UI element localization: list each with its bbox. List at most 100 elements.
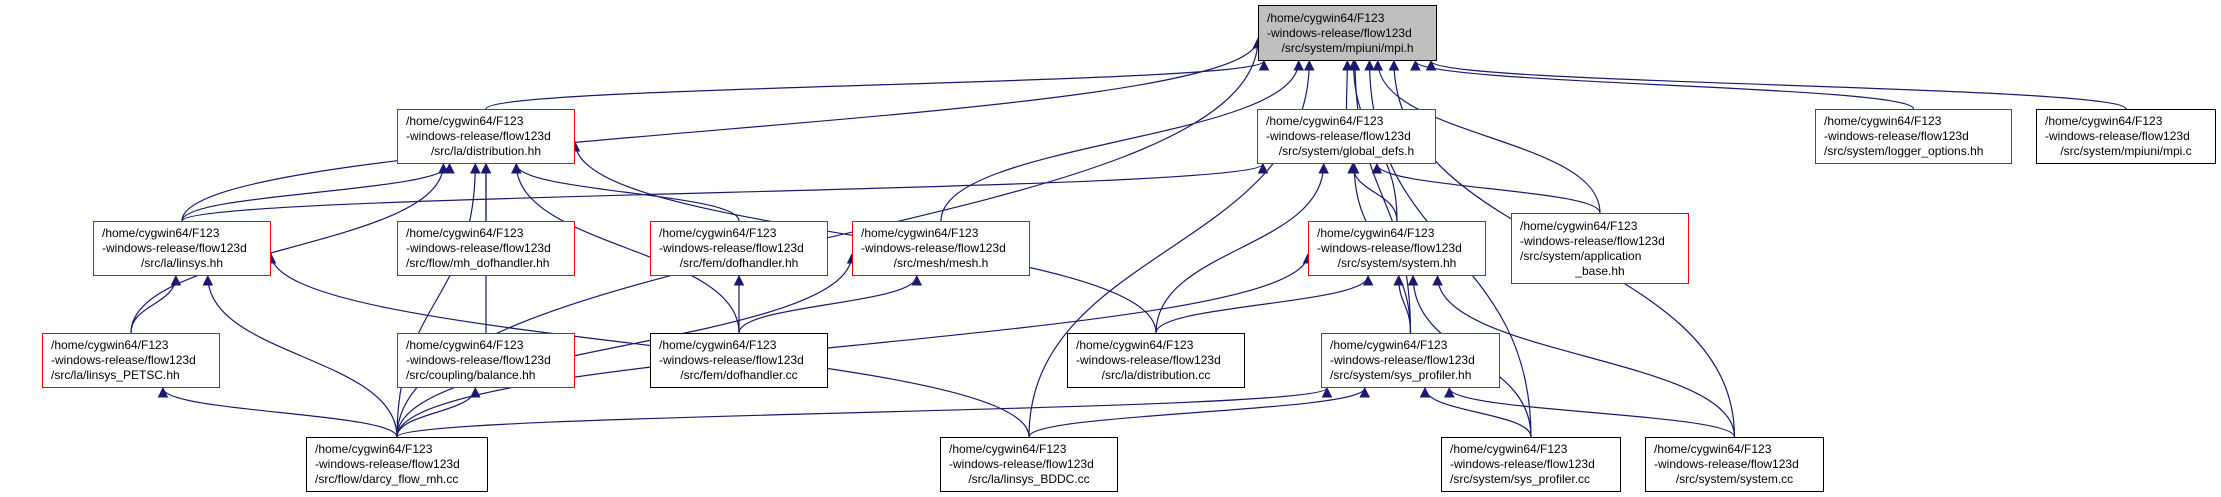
node-dofhandler-hh[interactable]: /home/cygwin64/F123-windows-release/flow… <box>650 221 828 276</box>
node-label-line: /src/system/system.hh <box>1337 256 1457 270</box>
node-label-line: -windows-release/flow123d <box>406 129 551 143</box>
node-application-base-hh[interactable]: /home/cygwin64/F123-windows-release/flow… <box>1511 213 1689 284</box>
edge-darcy_flow_mh_cc-to-linsys_petsc_hh <box>157 386 398 438</box>
node-mpi-c[interactable]: /home/cygwin64/F123-windows-release/flow… <box>2036 109 2216 164</box>
node-label-line: -windows-release/flow123d <box>659 241 804 255</box>
node-label-line: /home/cygwin64/F123 <box>1317 226 1435 240</box>
node-label-line: /src/system/global_defs.h <box>1278 144 1415 158</box>
node-label-line: /src/fem/dofhandler.hh <box>679 256 799 270</box>
node-label-line: /home/cygwin64/F123 <box>406 226 524 240</box>
node-label-line: _base.hh <box>1575 263 1625 278</box>
edge-darcy_flow_mh_cc-to-system_hh <box>396 252 1314 438</box>
node-label-line: -windows-release/flow123d <box>1266 129 1411 143</box>
node-label-line: /src/fem/dofhandler.cc <box>680 368 798 382</box>
edge-linsys_petsc_hh-to-linsys_hh <box>130 274 182 334</box>
node-label-line: /src/system/application <box>1520 248 1642 263</box>
node-mh-dofhandler-hh[interactable]: /home/cygwin64/F123-windows-release/flow… <box>397 221 575 276</box>
edge-linsys_bddc_cc-to-sys_profiler_hh <box>1028 386 1370 438</box>
edge-application_base_hh-to-global_defs_h <box>1371 162 1601 214</box>
node-label-line: /src/system/sys_profiler.cc <box>1450 472 1591 486</box>
node-balance-hh[interactable]: /home/cygwin64/F123-windows-release/flow… <box>397 333 575 388</box>
node-label-line: /src/flow/darcy_flow_mh.cc <box>315 472 459 486</box>
node-system-hh[interactable]: /home/cygwin64/F123-windows-release/flow… <box>1308 221 1486 276</box>
node-label-line: /home/cygwin64/F123 <box>406 114 524 128</box>
node-label-line: -windows-release/flow123d <box>659 353 804 367</box>
node-sys-profiler-hh[interactable]: /home/cygwin64/F123-windows-release/flow… <box>1321 333 1500 388</box>
node-label-line: -windows-release/flow123d <box>1450 457 1595 471</box>
edge-mesh_h-to-mpi_h <box>940 59 1305 222</box>
node-distribution-cc[interactable]: /home/cygwin64/F123-windows-release/flow… <box>1067 333 1245 388</box>
edge-linsys_hh-to-global_defs_h <box>181 162 1269 222</box>
node-label-line: -windows-release/flow123d <box>861 241 1006 255</box>
node-distribution-hh[interactable]: /home/cygwin64/F123-windows-release/flow… <box>397 109 575 164</box>
node-label-line: /home/cygwin64/F123 <box>659 226 777 240</box>
edge-darcy_flow_mh_cc-to-distribution_hh <box>396 162 481 438</box>
node-label-line: -windows-release/flow123d <box>949 457 1094 471</box>
node-label-line: -windows-release/flow123d <box>2045 129 2190 143</box>
node-label-line: -windows-release/flow123d <box>406 353 551 367</box>
edge-sys_profiler_hh-to-mpi_h <box>1349 59 1412 334</box>
node-label-line: /home/cygwin64/F123 <box>861 226 979 240</box>
node-label-line: /src/mesh/mesh.h <box>893 256 989 270</box>
node-label-line: /home/cygwin64/F123 <box>659 338 777 352</box>
edge-darcy_flow_mh_cc-to-linsys_hh <box>202 274 398 438</box>
edge-global_defs_h-to-mpi_h <box>1341 59 1353 110</box>
node-label-line: /src/system/logger_options.hh <box>1824 144 1984 158</box>
node-label-line: -windows-release/flow123d <box>406 241 551 255</box>
node-label-line: /src/system/sys_profiler.hh <box>1330 368 1472 382</box>
node-label-line: /home/cygwin64/F123 <box>1450 442 1568 456</box>
edge-linsys_hh-to-mpi_h <box>181 37 1264 222</box>
node-label-line: /src/system/mpiuni/mpi.h <box>1281 40 1414 55</box>
node-label-line: /home/cygwin64/F123 <box>949 442 1067 456</box>
node-global-defs-h[interactable]: /home/cygwin64/F123-windows-release/flow… <box>1257 109 1436 164</box>
node-label-line: /src/coupling/balance.hh <box>406 368 536 382</box>
node-label-line: /src/la/linsys.hh <box>140 256 224 270</box>
node-label-line: /home/cygwin64/F123 <box>406 338 524 352</box>
node-label-line: -windows-release/flow123d <box>1520 233 1665 248</box>
edge-darcy_flow_mh_cc-to-balance_hh <box>396 386 481 438</box>
edge-sys_profiler_cc-to-sys_profiler_hh <box>1419 386 1532 438</box>
node-linsys-bddc-cc[interactable]: /home/cygwin64/F123-windows-release/flow… <box>940 437 1118 492</box>
node-system-cc[interactable]: /home/cygwin64/F123-windows-release/flow… <box>1645 437 1824 492</box>
edge-darcy_flow_mh_cc-to-sys_profiler_hh <box>396 386 1333 438</box>
node-label-line: /home/cygwin64/F123 <box>1654 442 1772 456</box>
edge-system_cc-to-sys_profiler_hh <box>1444 386 1736 438</box>
edge-distribution_hh-to-mpi_h <box>485 59 1270 110</box>
node-label-line: /src/system/system.cc <box>1675 472 1794 486</box>
node-label-line: /src/la/linsys_PETSC.hh <box>51 368 180 382</box>
edge-system_cc-to-system_hh <box>1432 274 1736 438</box>
node-label-line: /src/system/mpiuni/mpi.c <box>2060 144 2192 158</box>
edge-distribution_cc-to-global_defs_h <box>1155 162 1330 334</box>
node-label-line: /home/cygwin64/F123 <box>1520 218 1638 233</box>
node-linsys-hh[interactable]: /home/cygwin64/F123-windows-release/flow… <box>93 221 271 276</box>
node-label-line: -windows-release/flow123d <box>315 457 460 471</box>
edge-dofhandler_cc-to-mesh_h <box>738 274 923 334</box>
node-label-line: -windows-release/flow123d <box>51 353 196 367</box>
edge-application_base_hh-to-mpi_h <box>1372 59 1601 214</box>
node-label-line: -windows-release/flow123d <box>1267 25 1412 40</box>
node-logger-options-hh[interactable]: /home/cygwin64/F123-windows-release/flow… <box>1815 109 2012 164</box>
edge-dofhandler_cc-to-distribution_hh <box>510 162 740 334</box>
node-label-line: /home/cygwin64/F123 <box>1076 338 1194 352</box>
edge-dofhandler_hh-to-distribution_hh <box>511 162 740 222</box>
node-label-line: -windows-release/flow123d <box>1076 353 1221 367</box>
node-sys-profiler-cc[interactable]: /home/cygwin64/F123-windows-release/flow… <box>1441 437 1621 492</box>
node-label-line: /home/cygwin64/F123 <box>1824 114 1942 128</box>
node-mesh-h[interactable]: /home/cygwin64/F123-windows-release/flow… <box>852 221 1030 276</box>
node-label-line: -windows-release/flow123d <box>1317 241 1462 255</box>
node-mpi-h: /home/cygwin64/F123-windows-release/flow… <box>1258 5 1437 61</box>
edge-linsys_petsc_hh-to-distribution_hh <box>130 162 449 334</box>
node-label-line: /src/la/linsys_BDDC.cc <box>968 472 1090 486</box>
node-label-line: /home/cygwin64/F123 <box>2045 114 2163 128</box>
node-dofhandler-cc[interactable]: /home/cygwin64/F123-windows-release/flow… <box>650 333 828 388</box>
node-label-line: /src/flow/mh_dofhandler.hh <box>406 256 550 270</box>
node-darcy-flow-mh-cc[interactable]: /home/cygwin64/F123-windows-release/flow… <box>306 437 488 492</box>
edge-logger_options_hh-to-mpi_h <box>1410 59 1915 110</box>
node-label-line: /home/cygwin64/F123 <box>1330 338 1448 352</box>
node-label-line: /src/la/distribution.cc <box>1101 368 1211 382</box>
node-linsys-petsc-hh[interactable]: /home/cygwin64/F123-windows-release/flow… <box>42 333 220 388</box>
node-label-line: -windows-release/flow123d <box>1654 457 1799 471</box>
edge-mpi_c-to-mpi_h <box>1425 59 2127 110</box>
node-label-line: /home/cygwin64/F123 <box>102 226 220 240</box>
node-label-line: -windows-release/flow123d <box>102 241 247 255</box>
